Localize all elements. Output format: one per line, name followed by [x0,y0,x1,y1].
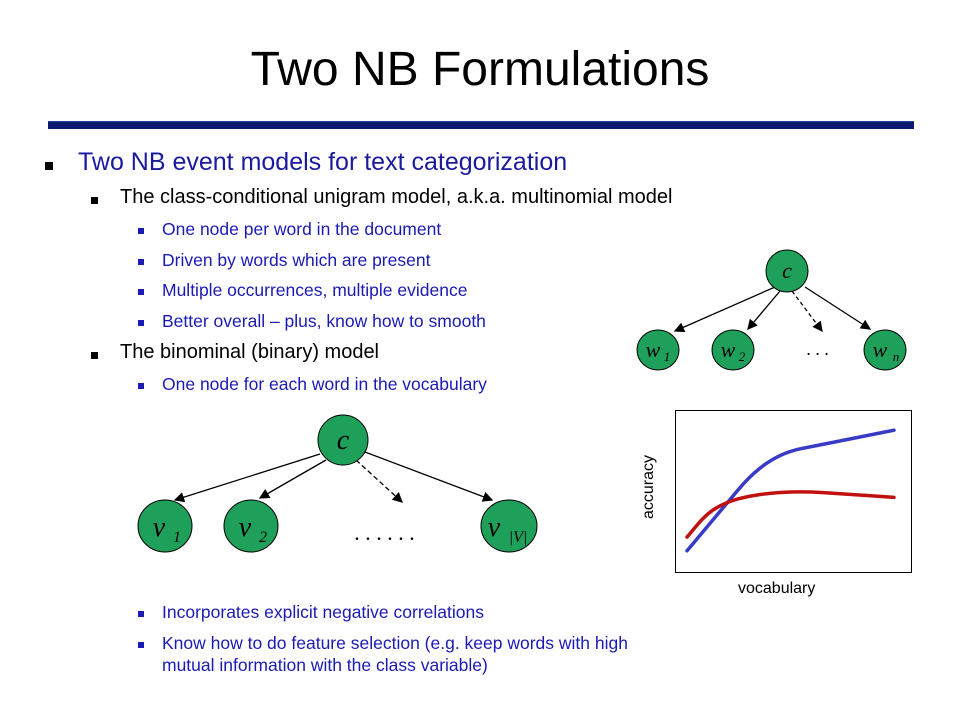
edge-dashed [355,459,403,503]
y-axis-label: accuracy [640,454,657,520]
multinomial-item: Multiple occurrences, multiple evidence [162,280,468,300]
edge [364,451,494,502]
edge [747,290,781,330]
edge [258,459,327,499]
multinomial-heading: The class-conditional unigram model, a.k… [120,186,673,208]
word-node [711,329,755,371]
multinomial-network-diagram: c w 1 w 2 . . . w n [636,249,907,371]
word-node-subscript: 1 [664,349,671,364]
word-node-label: w [873,337,888,362]
word-node-subscript: n [893,349,900,364]
vocab-node-label: v [488,512,501,543]
edge-dashed [791,290,823,333]
vocab-node [480,499,538,553]
title-underline [48,121,914,129]
vocab-node-label: v [153,512,166,543]
word-node-label: w [721,337,736,362]
bullet-marker [91,352,98,359]
binomial-heading: The binominal (binary) model [120,341,380,363]
word-node [636,329,680,371]
binomial-item: Incorporates explicit negative correlati… [162,602,484,622]
binomial-network-diagram: c v 1 v 2 . . . . . . v |V| [137,414,538,553]
multinomial-item: One node per word in the document [162,219,442,239]
binomial-item-continuation: mutual information with the class variab… [162,655,488,675]
vocab-node [223,499,279,553]
x-axis-label: vocabulary [738,580,816,597]
word-node [863,329,907,371]
accuracy-chart-frame [675,410,912,573]
bullet-marker [45,162,53,170]
edge [804,286,872,330]
bullet-marker [138,320,144,326]
bullet-marker [91,197,98,204]
series-line-0 [685,428,896,553]
multinomial-item: Driven by words which are present [162,250,431,270]
binomial-item: Know how to do feature selection (e.g. k… [162,633,628,653]
bullet-marker [138,228,144,234]
word-node-subscript: 2 [739,349,746,364]
vocab-node-subscript: 2 [259,529,267,546]
accuracy-vs-vocabulary-chart [685,428,896,553]
bullet-marker [138,642,144,648]
ellipsis: . . . . . . [355,520,416,545]
vocab-node-subscript: |V| [509,529,528,546]
class-node [765,249,809,293]
bullet-marker [138,289,144,295]
bullet-marker [138,611,144,617]
series-line-1 [685,490,896,539]
vocab-node-label: v [239,512,252,543]
ellipsis: . . . [807,339,830,359]
class-node [317,414,369,466]
slide-title: Two NB Formulations [250,43,710,96]
edge [173,453,321,503]
vocab-node [137,499,193,553]
main-bullet: Two NB event models for text categorizat… [78,148,568,176]
word-node-label: w [646,337,661,362]
vocab-node-subscript: 1 [173,529,181,546]
class-node-label: c [337,425,350,456]
bullet-marker [138,383,144,389]
binomial-item: One node for each word in the vocabulary [162,374,487,394]
class-node-label: c [782,258,792,283]
bullet-marker [138,259,144,265]
multinomial-item: Better overall – plus, know how to smoot… [162,311,486,331]
edge [673,286,776,333]
